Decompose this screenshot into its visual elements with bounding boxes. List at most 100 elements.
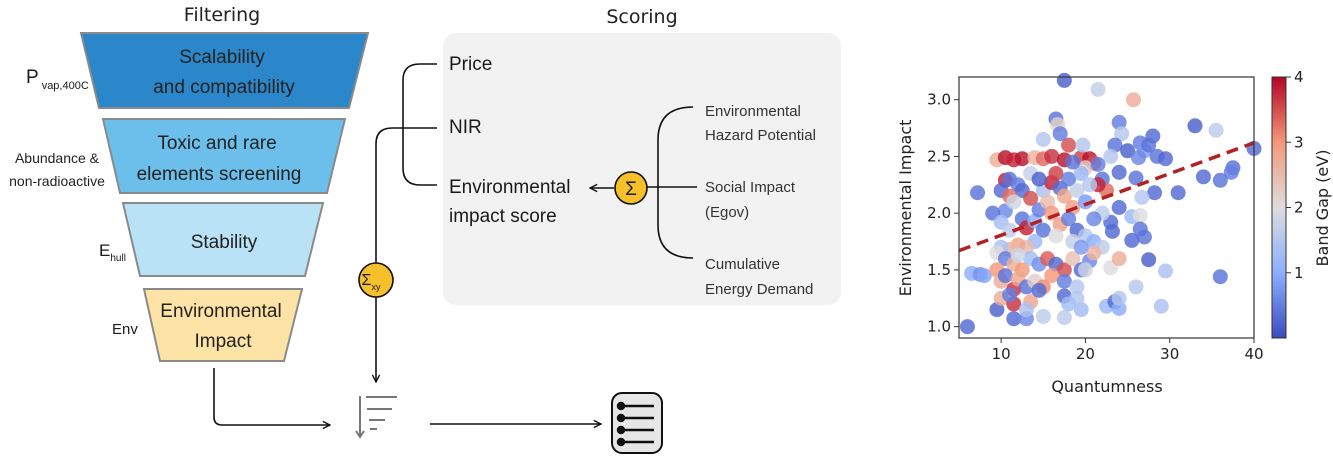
component-2-line1: Social Impact	[705, 179, 796, 196]
data-point	[1075, 137, 1091, 153]
data-point	[1023, 190, 1039, 206]
sort-descending-icon	[355, 396, 397, 439]
scoring-title: Scoring	[606, 6, 677, 28]
colorbar-tick-label: 2	[1294, 199, 1304, 217]
weighted-sum-symbol: Σxy	[362, 272, 381, 292]
data-point	[1136, 229, 1152, 245]
data-point	[1104, 223, 1120, 239]
ranked-list-icon	[611, 392, 663, 454]
filtering-title: Filtering	[184, 4, 260, 26]
score-item-price: Price	[449, 54, 492, 75]
component-1-line1: Environmental	[705, 103, 801, 120]
data-point	[1048, 228, 1064, 244]
data-point	[1073, 239, 1089, 255]
env-score-line1: Environmental	[449, 177, 570, 198]
data-point	[1052, 126, 1068, 142]
component-3-line2: Energy Demand	[705, 281, 813, 298]
score-item-nir: NIR	[449, 117, 482, 138]
data-point	[1056, 72, 1072, 88]
colorbar-ticks: 1 2 3 4	[1286, 68, 1304, 282]
filter-output-arrow	[213, 368, 330, 425]
data-point	[1056, 273, 1072, 289]
data-point	[1111, 251, 1127, 267]
y-axis-label: Environmental Impact	[896, 120, 915, 297]
nir-to-weighted-sum-line	[375, 127, 437, 263]
scoring-panel	[443, 33, 841, 305]
colorbar-tick-label: 1	[1294, 264, 1304, 282]
data-point	[1114, 126, 1130, 142]
data-point	[1132, 207, 1148, 223]
data-point	[997, 268, 1013, 284]
data-point	[1141, 137, 1157, 153]
data-point	[1048, 165, 1064, 181]
funnel-stage-2	[101, 118, 347, 194]
data-point	[1065, 251, 1081, 267]
x-tick-label: 30	[1160, 345, 1179, 363]
data-point	[1134, 189, 1150, 205]
data-point	[1223, 164, 1239, 180]
y-ticks: 1.0 1.5 2.0 2.5 3.0	[927, 91, 959, 336]
data-point	[1056, 310, 1072, 326]
data-point	[1061, 296, 1077, 312]
data-point	[1120, 143, 1136, 159]
data-point	[976, 268, 992, 284]
data-point	[1056, 262, 1072, 278]
env-score-line2: impact score	[449, 206, 557, 227]
data-point	[1090, 81, 1106, 97]
data-point	[970, 185, 986, 201]
sum-icon	[614, 171, 648, 205]
criterion-ehull: Ehull	[99, 241, 126, 264]
data-point	[1111, 114, 1127, 130]
data-point	[1147, 185, 1163, 201]
funnel: Scalability and compatibility Toxic and …	[79, 32, 370, 362]
data-point	[1061, 137, 1077, 153]
data-point	[1010, 247, 1026, 263]
x-axis-label: Quantumness	[1051, 377, 1162, 396]
data-point	[1212, 172, 1228, 188]
data-point	[1065, 154, 1081, 170]
data-point	[1035, 222, 1051, 238]
stage-2-line1: Toxic and rare	[157, 133, 276, 154]
colorbar-tick-label: 4	[1294, 68, 1304, 86]
data-point	[1131, 150, 1147, 166]
component-3-line1: Cumulative	[705, 256, 780, 273]
data-point	[1077, 194, 1093, 210]
data-point	[1103, 148, 1119, 164]
funnel-stage-4	[142, 288, 304, 362]
data-point	[1090, 156, 1106, 172]
y-tick-label: 1.0	[927, 318, 951, 336]
data-point	[1158, 263, 1173, 279]
data-point	[1141, 252, 1157, 268]
data-point	[1069, 182, 1085, 198]
stage-4-line2: Impact	[194, 331, 252, 352]
data-point	[1077, 262, 1093, 278]
y-tick-label: 3.0	[927, 91, 951, 109]
data-point	[959, 319, 975, 335]
component-2-line2: (Egov)	[705, 204, 749, 221]
criterion-abundance-line1: Abundance &	[15, 150, 100, 166]
data-point	[1212, 269, 1228, 285]
data-point	[1107, 137, 1123, 153]
data-point	[1086, 211, 1102, 227]
data-point	[1073, 302, 1089, 318]
data-point	[1056, 188, 1072, 204]
data-point	[1187, 118, 1203, 134]
y-tick-label: 2.0	[927, 204, 951, 222]
data-point	[1061, 211, 1077, 227]
data-point	[1128, 279, 1144, 295]
y-tick-label: 1.5	[927, 261, 951, 279]
scatter-points	[959, 72, 1262, 335]
components-bracket	[657, 106, 694, 259]
data-point	[1086, 245, 1102, 261]
criterion-env: Env	[112, 321, 138, 338]
data-point	[1124, 232, 1140, 248]
y-tick-label: 2.5	[927, 147, 951, 165]
stage-1-line1: Scalability	[179, 47, 265, 68]
data-point	[1073, 165, 1089, 181]
data-point	[1031, 171, 1047, 187]
component-1-line2: Hazard Potential	[705, 127, 816, 144]
colorbar-tick-label: 3	[1294, 133, 1304, 151]
data-point	[1170, 185, 1186, 201]
